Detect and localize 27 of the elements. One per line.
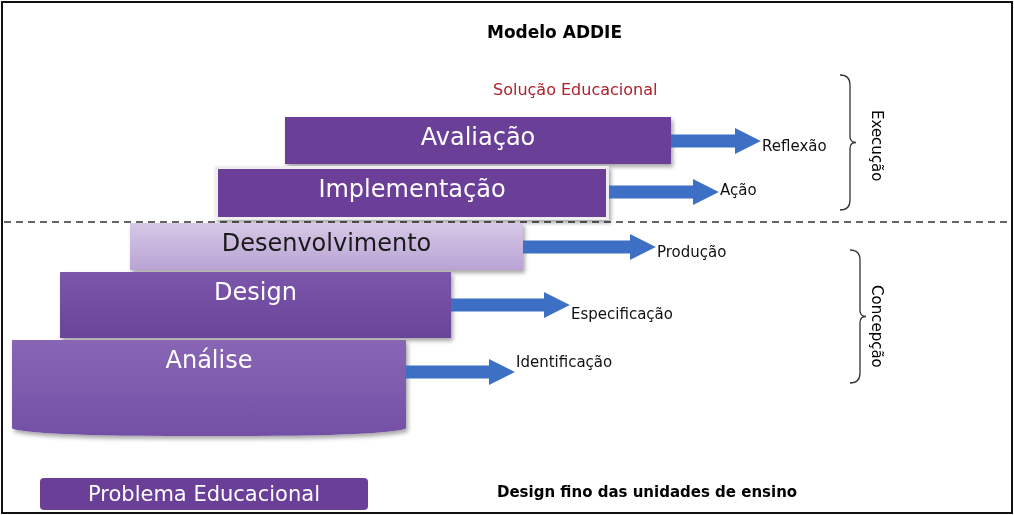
stage-label: Desenvolvimento xyxy=(221,229,432,257)
stage-label: Design xyxy=(214,278,297,306)
output-label: Produção xyxy=(657,243,727,261)
diagram-title: Modelo ADDIE xyxy=(487,22,623,42)
arrow xyxy=(523,234,656,260)
stage-box xyxy=(215,166,609,220)
output-label: Identificação xyxy=(516,353,613,371)
arrow xyxy=(609,179,719,205)
stage-box xyxy=(12,340,406,436)
stage-box xyxy=(130,223,523,270)
problem-badge xyxy=(40,478,368,510)
phase-label: Concepção xyxy=(868,285,886,368)
stage-label: Implementação xyxy=(318,175,506,203)
stage-label: Avaliação xyxy=(420,123,536,151)
arrow xyxy=(406,359,515,385)
note-text: Design fino das unidades de ensino xyxy=(497,483,798,501)
arrow xyxy=(451,292,570,318)
output-label: Reflexão xyxy=(762,137,827,155)
output-label: Especificação xyxy=(571,305,673,323)
arrow xyxy=(671,128,761,154)
stage-label: Análise xyxy=(165,346,253,374)
badge-label: Problema Educacional xyxy=(88,482,320,506)
stage-box xyxy=(60,272,451,338)
output-label: Ação xyxy=(720,181,757,199)
stage-box xyxy=(285,117,671,164)
phase-label: Execução xyxy=(868,110,886,182)
note-text: Solução Educacional xyxy=(493,80,658,99)
